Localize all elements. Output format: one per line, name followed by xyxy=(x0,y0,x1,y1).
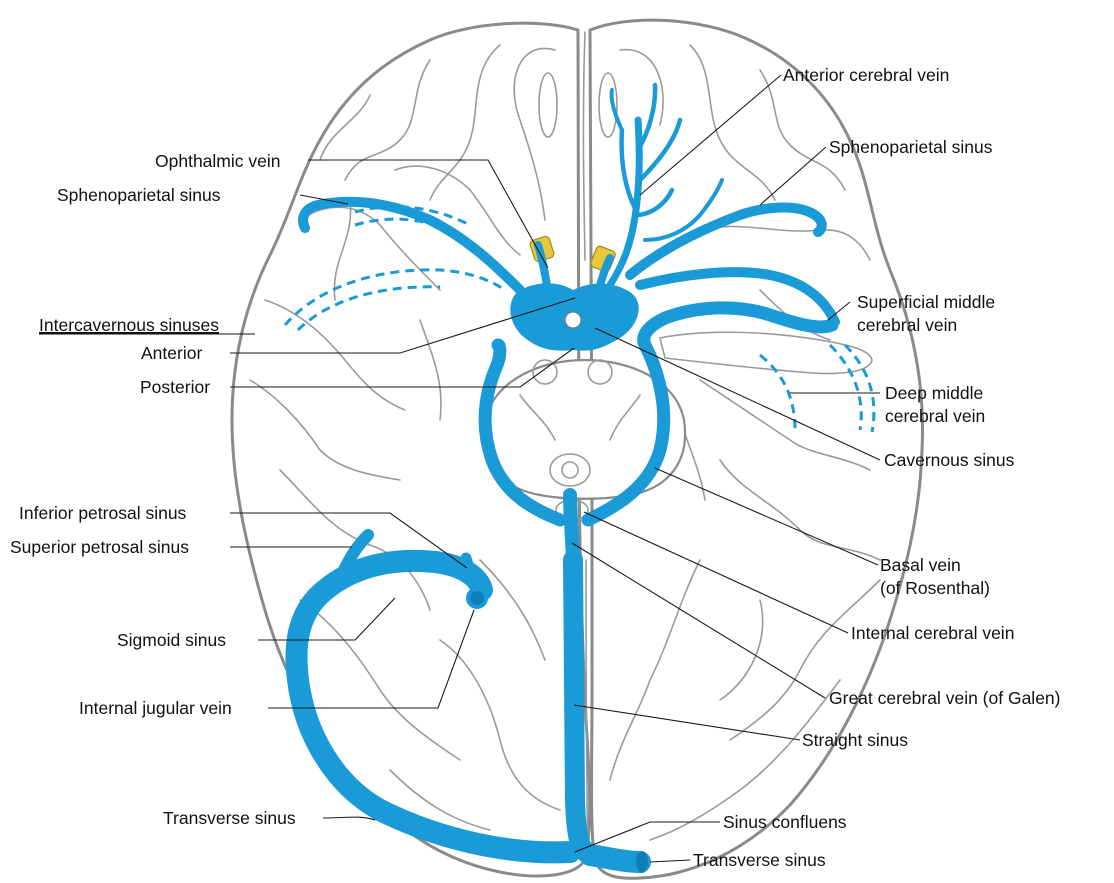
label-transverse-sinus-right: Transverse sinus xyxy=(693,850,826,870)
label-superficial-middle-2: cerebral vein xyxy=(857,315,957,335)
label-anterior-cerebral-vein: Anterior cerebral vein xyxy=(783,65,949,85)
label-transverse-sinus-left: Transverse sinus xyxy=(163,808,296,828)
label-anterior: Anterior xyxy=(141,343,202,363)
label-superficial-middle-1: Superficial middle xyxy=(857,292,995,312)
label-superior-petrosal-sinus: Superior petrosal sinus xyxy=(10,537,189,557)
label-ophthalmic-vein: Ophthalmic vein xyxy=(155,151,280,171)
label-sigmoid-sinus: Sigmoid sinus xyxy=(117,630,226,650)
label-sphenoparietal-sinus-right: Sphenoparietal sinus xyxy=(829,137,993,157)
longitudinal-fissure xyxy=(583,32,585,260)
label-deep-middle-1: Deep middle xyxy=(885,383,983,403)
great-cerebral-vein xyxy=(570,495,573,560)
internal-jugular-vein-opening xyxy=(468,589,486,607)
label-internal-cerebral-vein: Internal cerebral vein xyxy=(851,623,1014,643)
label-sphenoparietal-sinus-left: Sphenoparietal sinus xyxy=(57,185,221,205)
label-basal-vein-1: Basal vein xyxy=(880,555,961,575)
label-basal-vein-2: (of Rosenthal) xyxy=(880,578,990,598)
inferior-petrosal-sinus xyxy=(466,558,470,580)
label-great-cerebral-vein: Great cerebral vein (of Galen) xyxy=(829,688,1061,708)
label-posterior: Posterior xyxy=(140,377,210,397)
label-deep-middle-2: cerebral vein xyxy=(885,406,985,426)
transverse-sinus-right-opening xyxy=(636,851,648,873)
transverse-sinus-right xyxy=(590,855,640,862)
label-intercavernous-heading: Intercavernous sinuses xyxy=(39,315,219,335)
leader-transverse-left xyxy=(323,817,375,820)
label-cavernous-sinus: Cavernous sinus xyxy=(884,450,1015,470)
label-sinus-confluens: Sinus confluens xyxy=(723,812,847,832)
label-internal-jugular-vein: Internal jugular vein xyxy=(79,698,232,718)
label-straight-sinus: Straight sinus xyxy=(802,730,908,750)
label-inferior-petrosal-sinus: Inferior petrosal sinus xyxy=(19,503,187,523)
